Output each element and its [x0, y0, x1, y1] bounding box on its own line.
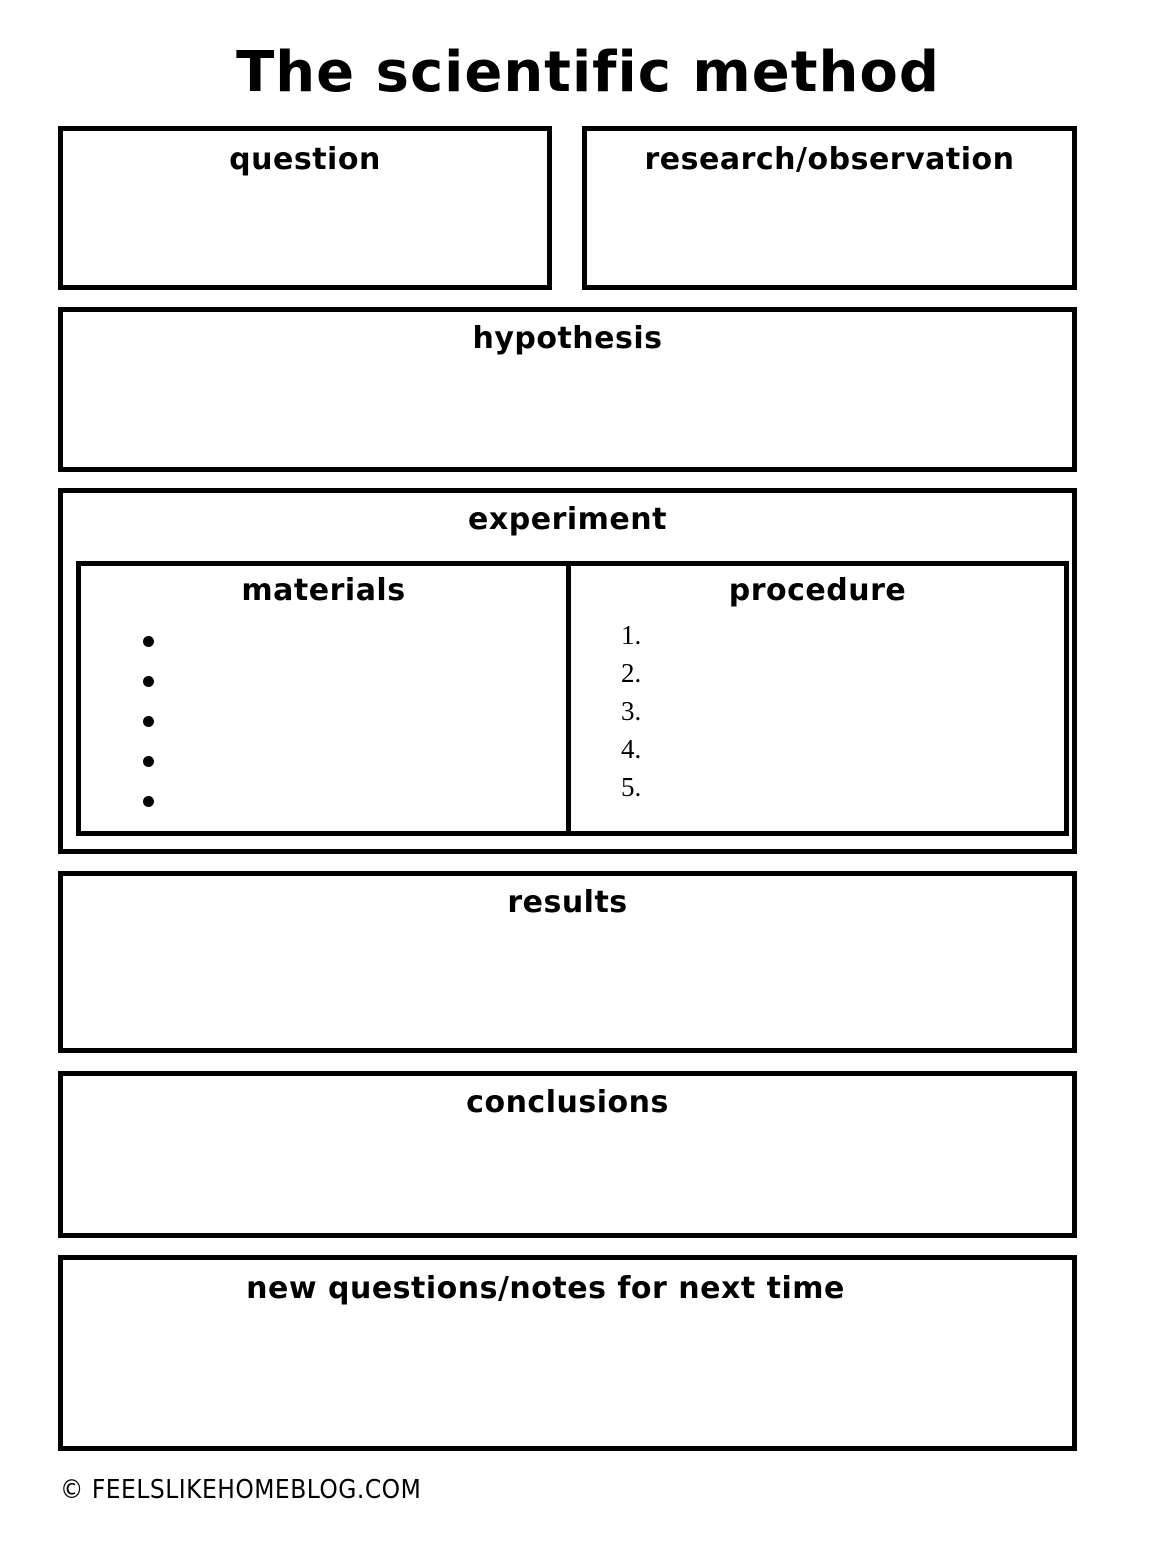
section-label-materials: materials	[241, 573, 406, 608]
list-item[interactable]: 3.	[621, 696, 642, 726]
section-label-question: question	[229, 142, 381, 177]
section-box-conclusions[interactable]: conclusions	[58, 1071, 1077, 1238]
list-item[interactable]	[81, 660, 566, 700]
list-item[interactable]: 1.	[621, 620, 642, 650]
materials-bullet-list	[81, 620, 566, 820]
list-item[interactable]: 5.	[621, 772, 642, 802]
list-item[interactable]	[81, 700, 566, 740]
section-box-research-observation[interactable]: research/observation	[582, 126, 1077, 290]
procedure-numbered-list: 1. 2. 3. 4. 5.	[621, 616, 641, 806]
experiment-inner-grid: materials	[76, 561, 1069, 836]
section-label-hypothesis: hypothesis	[472, 321, 663, 356]
section-label-research-observation: research/observation	[644, 142, 1015, 177]
section-box-hypothesis[interactable]: hypothesis	[58, 307, 1077, 472]
bullet-dot-icon	[143, 716, 154, 727]
section-label-results: results	[507, 885, 628, 920]
list-item[interactable]	[81, 780, 566, 820]
list-item[interactable]: 4.	[621, 734, 642, 764]
section-box-experiment[interactable]: experiment materials	[58, 488, 1077, 854]
section-label-new-questions: new questions/notes for next time	[246, 1271, 845, 1306]
list-item[interactable]	[81, 620, 566, 660]
list-item[interactable]	[81, 740, 566, 780]
section-box-results[interactable]: results	[58, 871, 1077, 1053]
footer-credit: © feelslikehomeblog.com	[60, 1475, 422, 1505]
section-box-procedure[interactable]: procedure 1. 2. 3. 4. 5.	[571, 566, 1064, 831]
section-label-conclusions: conclusions	[466, 1085, 669, 1120]
section-box-materials[interactable]: materials	[81, 566, 571, 831]
section-label-experiment: experiment	[468, 502, 667, 537]
section-box-question[interactable]: question	[58, 126, 552, 290]
section-box-new-questions[interactable]: new questions/notes for next time	[58, 1255, 1077, 1451]
bullet-dot-icon	[143, 676, 154, 687]
bullet-dot-icon	[143, 756, 154, 767]
list-item[interactable]: 2.	[621, 658, 642, 688]
page-title: The scientific method	[236, 40, 940, 105]
section-label-procedure: procedure	[728, 573, 907, 608]
bullet-dot-icon	[143, 636, 154, 647]
bullet-dot-icon	[143, 796, 154, 807]
